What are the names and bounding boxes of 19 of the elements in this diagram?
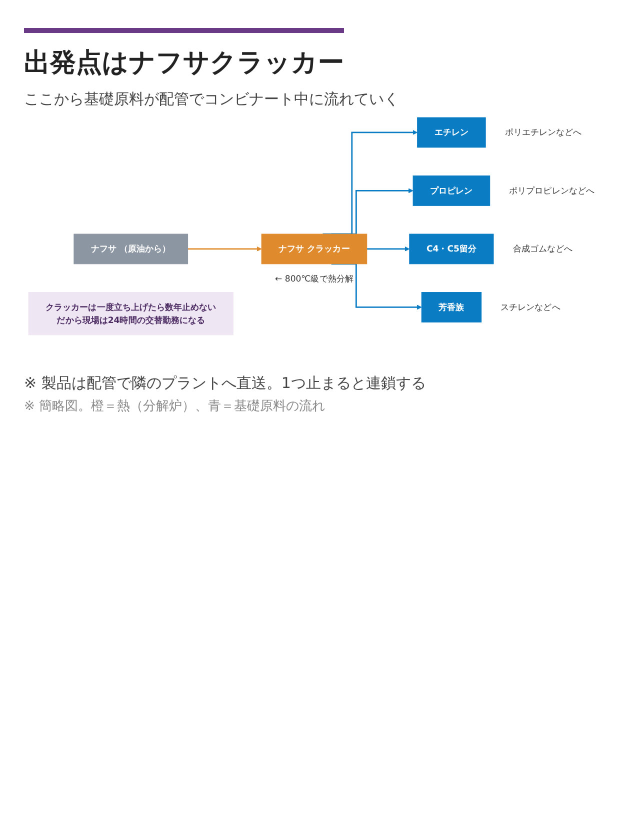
node-box: ナフサ （原油から）	[74, 234, 188, 264]
node-box: エチレン	[417, 117, 486, 148]
node-label: 合成ゴムなどへ	[512, 244, 572, 254]
node-box: ナフサ クラッカー	[261, 234, 368, 264]
node-box: クラッカーは一度立ち上げたら数年止めない だから現場は24時間の交替勤務になる	[28, 292, 234, 336]
subtitle: ここから基礎原料が配管でコンビナート中に流れていく	[24, 90, 400, 109]
node-label: ポリプロピレンなどへ	[509, 185, 594, 196]
node-label: ポリエチレンなどへ	[504, 127, 582, 138]
node-box: プロピレン	[412, 176, 490, 206]
node-label: ← 800℃級で熱分解	[275, 274, 354, 284]
arrow	[331, 263, 422, 310]
node-label: スチレンなどへ	[500, 302, 560, 312]
arrow	[188, 246, 262, 252]
arrow	[366, 246, 410, 252]
note: ※ 製品は配管で隣のプラントへ直送。1つ止まると連鎖する	[24, 374, 427, 394]
title: 出発点はナフサクラッカー	[24, 28, 344, 80]
note: ※ 簡略図。橙＝熱（分解炉）、青＝基礎原料の流れ	[24, 398, 326, 416]
node-box: C4・C5留分	[409, 234, 494, 264]
node-box: 芳香族	[421, 292, 482, 322]
